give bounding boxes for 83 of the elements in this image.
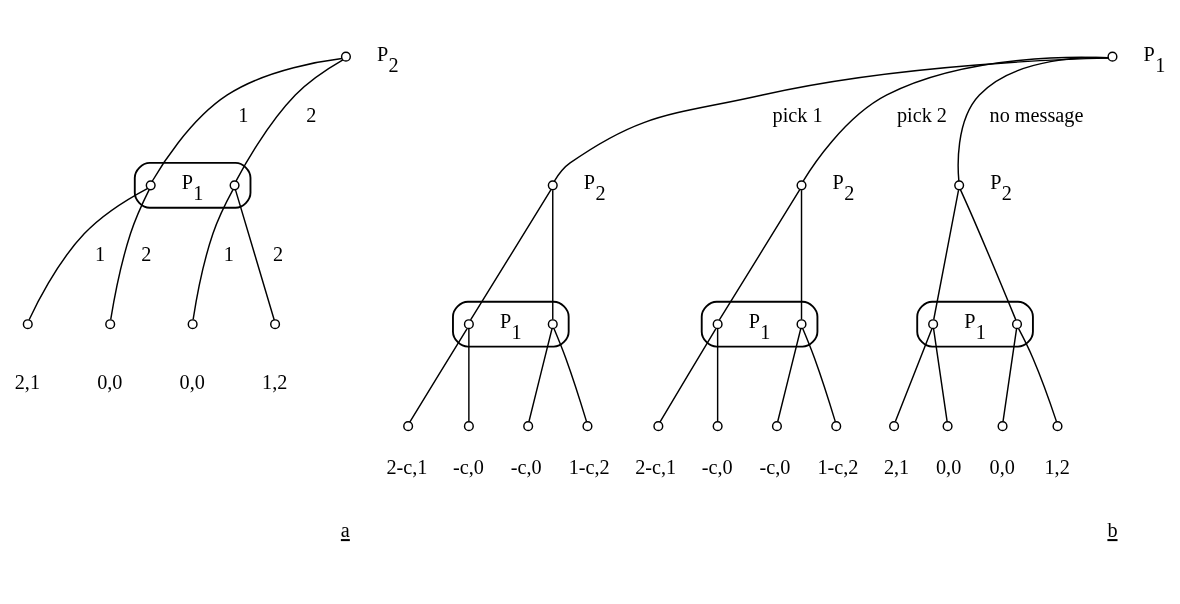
node-label: 1,2 xyxy=(1044,455,1070,478)
node-label: 0,0 xyxy=(936,455,962,478)
connector xyxy=(553,327,588,422)
connector xyxy=(469,188,552,321)
connector xyxy=(28,187,149,320)
connector xyxy=(932,327,948,422)
connector xyxy=(110,188,150,320)
edge-label: 1 xyxy=(223,242,234,265)
node-label: 0,0 xyxy=(97,370,123,393)
node-circle xyxy=(22,318,33,329)
node-circle xyxy=(1052,420,1063,431)
connector xyxy=(802,327,837,422)
node-circle xyxy=(653,420,664,431)
connector xyxy=(959,188,1017,321)
edge-label: 1 xyxy=(95,242,106,265)
node-label: -c,0 xyxy=(510,455,542,478)
connector xyxy=(718,188,801,321)
connector xyxy=(553,56,1109,182)
node-circle xyxy=(831,420,842,431)
node-circle xyxy=(229,179,240,190)
node-circle xyxy=(942,420,953,431)
node-circle xyxy=(187,318,198,329)
node-circle xyxy=(145,179,156,190)
node-circle xyxy=(712,318,723,329)
connector xyxy=(151,57,343,182)
node-label: 2-c,1 xyxy=(386,455,428,478)
node-label: -c,0 xyxy=(759,455,791,478)
node-circle xyxy=(403,420,414,431)
node-label: 1-c,2 xyxy=(568,455,610,478)
node-circle xyxy=(105,318,116,329)
node-label: 2-c,1 xyxy=(635,455,677,478)
node-circle xyxy=(547,179,558,190)
connector xyxy=(1002,327,1018,422)
edge-label: 2 xyxy=(306,103,317,126)
node-circle xyxy=(954,179,965,190)
connector xyxy=(777,327,802,422)
connector xyxy=(800,188,803,320)
node-circle xyxy=(928,318,939,329)
node-circle xyxy=(796,318,807,329)
connector xyxy=(802,56,1109,182)
node-circle xyxy=(1011,318,1023,329)
node-label: 1-c,2 xyxy=(817,455,859,478)
node-circle xyxy=(547,318,558,329)
connector xyxy=(409,327,468,423)
node-circle xyxy=(340,51,351,62)
connector xyxy=(468,327,470,422)
node-circle xyxy=(523,420,534,431)
connector xyxy=(933,188,960,320)
node-label: 1,2 xyxy=(262,370,288,393)
edge-label: 1 xyxy=(238,103,249,126)
node-circle xyxy=(463,318,474,329)
connector xyxy=(234,188,275,321)
edge-label: pick 2 xyxy=(896,103,947,126)
connector xyxy=(552,188,554,320)
edge-label: pick 1 xyxy=(772,103,823,126)
node-circle xyxy=(582,420,593,431)
connector xyxy=(528,327,553,422)
connector xyxy=(659,327,717,423)
node-label: 2,1 xyxy=(14,370,41,393)
edge-label: 2 xyxy=(272,242,284,265)
node-label: -c,0 xyxy=(452,455,484,478)
node-circle xyxy=(712,420,723,431)
node-circle xyxy=(463,420,474,431)
node-label: -c,0 xyxy=(701,455,733,478)
node-circle xyxy=(997,420,1008,431)
connector xyxy=(1017,327,1058,422)
connector xyxy=(192,188,234,320)
node-label: 2,1 xyxy=(883,455,910,478)
node-label: 0,0 xyxy=(989,455,1015,478)
connector xyxy=(235,58,344,182)
node-circle xyxy=(796,179,807,190)
connector xyxy=(957,56,1109,182)
connector xyxy=(716,327,719,422)
edge-label: no message xyxy=(989,103,1084,126)
node-circle xyxy=(889,420,900,431)
label: a xyxy=(340,518,350,541)
node-circle xyxy=(270,318,281,329)
connector xyxy=(894,327,933,422)
node-label: 0,0 xyxy=(179,370,205,393)
node-circle xyxy=(771,420,782,431)
node-circle xyxy=(1107,51,1118,62)
edge-label: 2 xyxy=(141,242,152,265)
label: b xyxy=(1107,518,1118,541)
